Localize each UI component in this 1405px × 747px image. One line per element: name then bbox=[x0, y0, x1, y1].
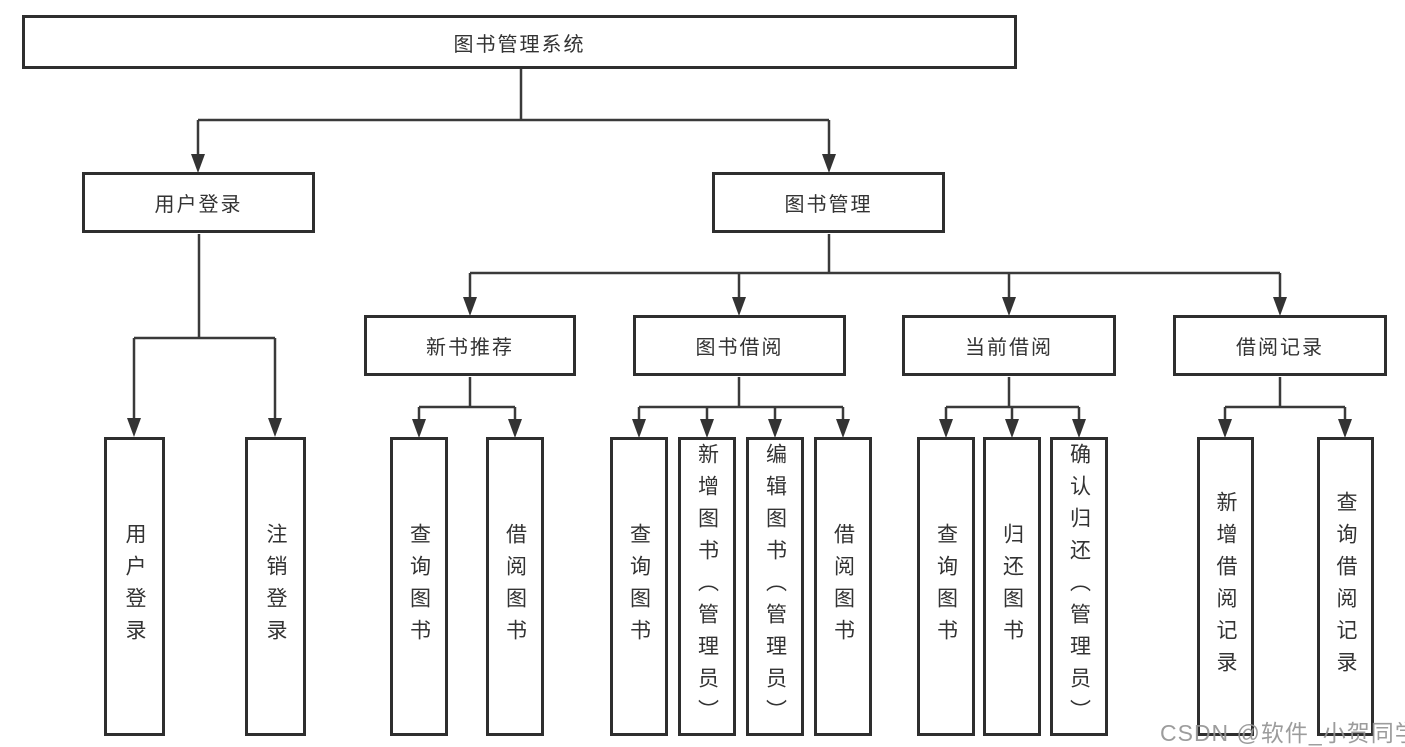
leaf-query-books-borrow: 查询图书 bbox=[610, 437, 668, 736]
connector-mgmt-split bbox=[468, 234, 1282, 303]
leaf-edit-books-admin: 编辑图书（管理员） bbox=[746, 437, 804, 736]
leaf-query-borrow-record: 查询借阅记录 bbox=[1317, 437, 1374, 736]
leaf-add-borrow-record: 新增借阅记录 bbox=[1197, 437, 1254, 736]
connector-borrow-split bbox=[637, 377, 845, 425]
node-current-borrow: 当前借阅 bbox=[902, 315, 1116, 376]
connector-records-split bbox=[1223, 377, 1347, 425]
leaf-borrow-books-new: 借阅图书 bbox=[486, 437, 544, 736]
node-book-management: 图书管理 bbox=[712, 172, 945, 233]
node-new-books: 新书推荐 bbox=[364, 315, 576, 376]
arrowheads bbox=[127, 154, 1352, 438]
leaf-borrow-books: 借阅图书 bbox=[814, 437, 872, 736]
leaf-user-login: 用户登录 bbox=[104, 437, 165, 736]
node-book-borrow: 图书借阅 bbox=[633, 315, 846, 376]
leaf-query-books-new: 查询图书 bbox=[390, 437, 448, 736]
connector-newbooks-split bbox=[417, 377, 517, 425]
leaf-return-books: 归还图书 bbox=[983, 437, 1041, 736]
node-user-login-branch: 用户登录 bbox=[82, 172, 315, 233]
leaf-logout: 注销登录 bbox=[245, 437, 306, 736]
leaf-query-books-current: 查询图书 bbox=[917, 437, 975, 736]
leaf-confirm-return-admin: 确认归还（管理员） bbox=[1050, 437, 1108, 736]
leaf-add-books-admin: 新增图书（管理员） bbox=[678, 437, 736, 736]
watermark: CSDN @软件_小贺同学 bbox=[1160, 720, 1405, 746]
connector-login-split bbox=[132, 234, 277, 424]
node-root: 图书管理系统 bbox=[22, 15, 1017, 69]
node-borrow-records: 借阅记录 bbox=[1173, 315, 1387, 376]
connector-current-split bbox=[944, 377, 1081, 425]
connector-root-split bbox=[196, 69, 831, 160]
